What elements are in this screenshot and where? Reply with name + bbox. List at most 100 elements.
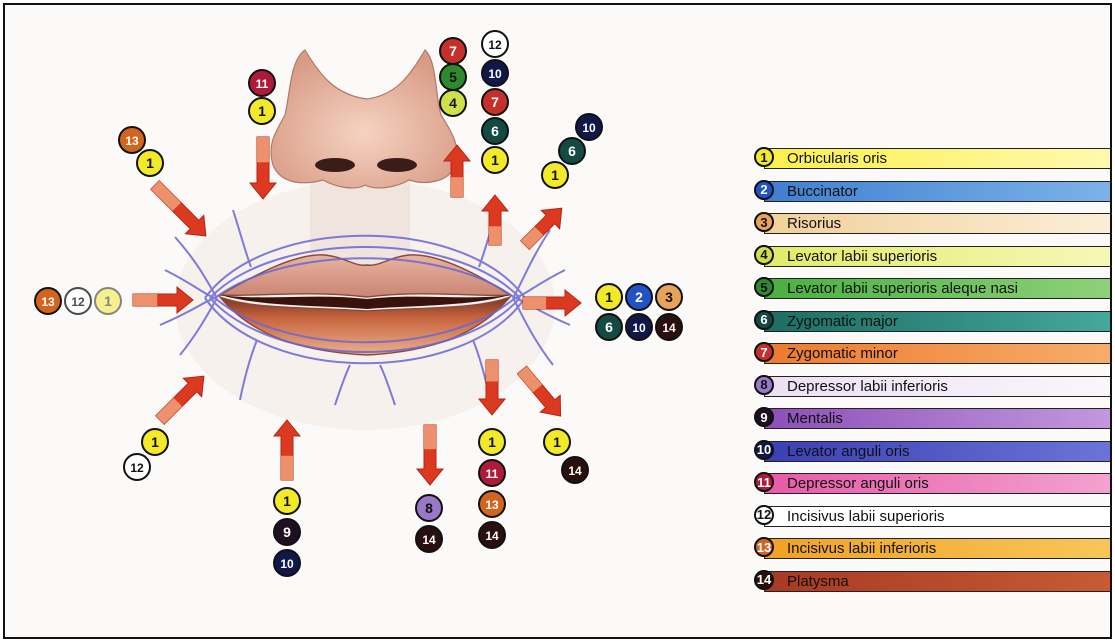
- legend-color-bar: Mentalis: [764, 408, 1112, 429]
- number-badge: 1: [479, 429, 505, 455]
- number-badge: 2: [626, 284, 652, 310]
- number-badge: 1: [544, 429, 570, 455]
- number-badge: 10: [274, 550, 300, 576]
- legend-color-bar: Platysma: [764, 571, 1112, 592]
- badge-group-lower-right-corner: 1 14: [544, 429, 588, 483]
- legend-label: Incisivus labii superioris: [787, 508, 945, 525]
- badge-group-upper-left-lip: 13 1: [119, 127, 163, 176]
- number-badge: 14: [479, 522, 505, 548]
- legend-color-bar: Zygomatic major: [764, 311, 1112, 332]
- number-badge: 13: [119, 127, 145, 153]
- badge-number: 6: [491, 123, 499, 139]
- legend-item: Platysma 14: [748, 566, 1112, 599]
- number-badge: 10: [626, 314, 652, 340]
- badge-number: 6: [605, 319, 613, 335]
- legend-number-badge: 8: [754, 375, 774, 395]
- badge-number: 7: [449, 43, 457, 59]
- number-badge: 1: [274, 488, 300, 514]
- badge-number: 13: [41, 295, 55, 309]
- number-badge: 3: [656, 284, 682, 310]
- badge-number: 14: [568, 464, 582, 478]
- arrow-lower-center-icon: [417, 425, 443, 485]
- arrow-upper-left-icon: [146, 176, 215, 245]
- badge-group-upper-medial-lip: 111: [249, 70, 275, 124]
- badge-number: 10: [632, 321, 646, 335]
- number-badge: 1: [482, 147, 508, 173]
- number-badge: 13: [479, 491, 505, 517]
- number-badge: 14: [416, 526, 442, 552]
- number-badge: 12: [65, 288, 91, 314]
- badge-number: 1: [258, 103, 266, 119]
- badge-number: 1: [491, 152, 499, 168]
- badge-group-lower-lip-right: 1111314: [479, 429, 505, 548]
- number-badge: 13: [35, 288, 61, 314]
- number-badge: 4: [440, 90, 466, 116]
- legend-label: Levator labii superioris: [787, 248, 937, 265]
- legend-number-badge: 13: [754, 537, 774, 557]
- number-badge: 8: [416, 495, 442, 521]
- badge-group-lower-left-corner: 112: [124, 429, 168, 480]
- legend-color-bar: Zygomatic minor: [764, 343, 1112, 364]
- badge-number: 4: [449, 95, 457, 111]
- legend-item: Levator labii superioris 4: [748, 241, 1112, 274]
- badge-group-upper-right-corner: 10 61: [542, 114, 602, 188]
- legend-number-badge: 14: [754, 570, 774, 590]
- number-badge: 1: [249, 98, 275, 124]
- badge-number: 14: [422, 533, 436, 547]
- badge-number: 8: [425, 500, 433, 516]
- badge-number: 2: [635, 289, 643, 305]
- number-badge: 1: [137, 150, 163, 176]
- badge-number: 1: [553, 434, 561, 450]
- badge-number: 14: [485, 529, 499, 543]
- legend-label: Depressor labii inferioris: [787, 378, 948, 395]
- badge-number: 11: [486, 467, 499, 481]
- legend-color-bar: Depressor anguli oris: [764, 473, 1112, 494]
- badge-number: 10: [582, 121, 596, 135]
- number-badge: 1: [596, 284, 622, 310]
- legend-number-badge: 1: [754, 147, 774, 167]
- legend-color-bar: Levator anguli oris: [764, 441, 1112, 462]
- badge-group-right-corner-bottom: 6 10 14: [596, 314, 682, 340]
- legend-number-badge: 12: [754, 505, 774, 525]
- nose-illustration: [271, 50, 457, 188]
- number-badge: 1: [142, 429, 168, 455]
- badge-group-nasal-ala: 754: [440, 38, 466, 116]
- number-badge: 14: [656, 314, 682, 340]
- badge-number: 7: [491, 94, 499, 110]
- legend-label: Depressor anguli oris: [787, 475, 929, 492]
- legend-label: Incisivus labii inferioris: [787, 540, 936, 557]
- legend-number-badge: 4: [754, 245, 774, 265]
- badge-number: 6: [568, 143, 576, 159]
- badge-number: 3: [665, 289, 673, 305]
- legend-color-bar: Levator labii superioris: [764, 246, 1112, 267]
- legend-color-bar: Depressor labii inferioris: [764, 376, 1112, 397]
- legend-number-badge: 6: [754, 310, 774, 330]
- badge-number: 1: [551, 167, 559, 183]
- legend-label: Risorius: [787, 215, 841, 232]
- badge-number: 12: [71, 295, 85, 309]
- badge-group-chin-center: 1910: [274, 488, 300, 576]
- number-badge: 11: [249, 70, 275, 96]
- badge-number: 1: [151, 434, 159, 450]
- number-badge: 10: [576, 114, 602, 140]
- badge-number: 9: [283, 524, 291, 540]
- diagram-frame: 1311117541210761106113121123610141121910…: [3, 3, 1112, 639]
- legend-item: Depressor labii inferioris 8: [748, 371, 1112, 404]
- legend-label: Platysma: [787, 573, 849, 590]
- badge-number: 1: [283, 493, 291, 509]
- legend-label: Levator labii superioris aleque nasi: [787, 280, 1018, 297]
- legend-number-badge: 9: [754, 407, 774, 427]
- arrow-lower-right-corner-icon: [512, 362, 570, 425]
- badge-number: 1: [146, 155, 154, 171]
- badge-group-lower-lip-center: 8 14: [416, 495, 442, 552]
- number-badge: 7: [482, 89, 508, 115]
- legend-number-badge: 5: [754, 277, 774, 297]
- arrow-lower-left-icon: [151, 367, 213, 429]
- legend-item: Mentalis9: [748, 403, 1112, 436]
- badge-number: 13: [485, 498, 499, 512]
- badge-number: 13: [125, 134, 139, 148]
